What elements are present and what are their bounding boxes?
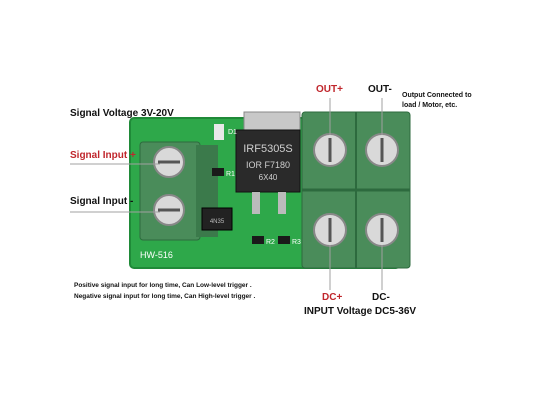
dc-pos-label: DC+ (322, 292, 343, 303)
mosfet-marking-3: 6X40 (259, 173, 278, 182)
screw-icon (313, 133, 347, 167)
output-note-line1: Output Connected to (402, 92, 472, 99)
screw-icon (153, 194, 185, 226)
mosfet-body (235, 129, 301, 193)
resistor-r1 (212, 168, 224, 176)
silk-d1: D1 (228, 129, 237, 136)
ic-marking: 4N35 (210, 219, 225, 225)
note-positive: Positive signal input for long time, Can… (74, 282, 252, 289)
screw-icon (313, 213, 347, 247)
mosfet-marking-1: IRF5305S (243, 143, 293, 155)
signal-voltage-label: Signal Voltage 3V-20V (70, 108, 174, 119)
out-pos-label: OUT+ (316, 84, 343, 95)
silk-r1: R1 (226, 171, 235, 178)
mosfet-leg (278, 192, 286, 214)
silk-r3: R3 (292, 239, 301, 246)
led-d1 (214, 124, 224, 140)
screw-icon (365, 213, 399, 247)
resistor-r2 (252, 236, 264, 244)
dc-neg-label: DC- (372, 292, 390, 303)
signal-input-pos-label: Signal Input + (70, 150, 136, 161)
resistor-r3 (278, 236, 290, 244)
input-voltage-label: INPUT Voltage DC5-36V (304, 306, 417, 317)
mosfet-marking-2: IOR F7180 (246, 160, 290, 170)
note-negative: Negative signal input for long time, Can… (74, 293, 256, 300)
signal-input-neg-label: Signal Input - (70, 196, 134, 207)
screw-icon (153, 146, 185, 178)
board-model: HW-516 (140, 250, 173, 260)
mosfet-leg (252, 192, 260, 214)
optocoupler-ic (201, 207, 233, 231)
screw-icon (365, 133, 399, 167)
out-neg-label: OUT- (368, 84, 392, 95)
output-note-line2: load / Motor, etc. (402, 102, 458, 109)
silk-r2: R2 (266, 239, 275, 246)
